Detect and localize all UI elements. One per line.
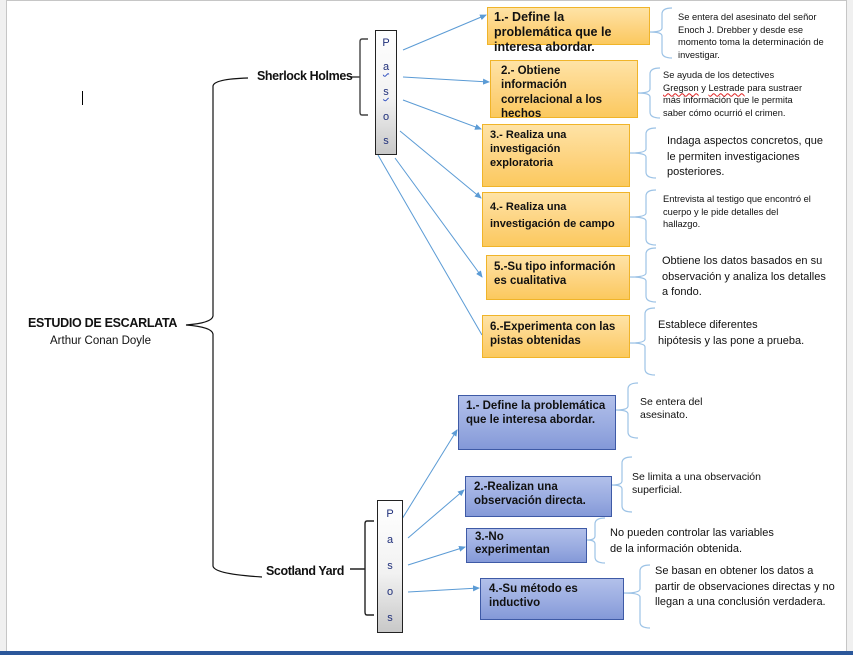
document-title: ESTUDIO DE ESCARLATA bbox=[28, 316, 178, 330]
scotland-step-3[interactable]: 3.-No experimentan bbox=[466, 528, 587, 563]
document-author: Arthur Conan Doyle bbox=[50, 335, 151, 347]
sherlock-step-4[interactable]: 4.- Realiza una investigación de campo bbox=[482, 192, 630, 247]
spellcheck-word[interactable]: Gregson bbox=[663, 82, 699, 93]
pasos-letter: P bbox=[386, 507, 394, 520]
pasos-letter: a bbox=[386, 533, 394, 546]
scotland-note-1: Se entera del asesinato. bbox=[640, 396, 703, 421]
pasos-letter: s bbox=[387, 559, 393, 572]
sherlock-note-2: Se ayuda de los detectives Gregson y Les… bbox=[663, 69, 802, 119]
note-text: y bbox=[698, 82, 709, 93]
sherlock-step-2[interactable]: 2.- Obtiene información correlacional a … bbox=[490, 60, 638, 120]
pasos-letter: P bbox=[382, 36, 390, 49]
note-text: para sustraer más información que le per… bbox=[663, 82, 803, 118]
pasos-box-sherlock: P a s o s bbox=[375, 30, 397, 155]
sherlock-note-3: Indaga aspectos concretos, que le permit… bbox=[667, 135, 823, 178]
note-text: Se ayuda de los detectives bbox=[663, 70, 775, 80]
pasos-letter: o bbox=[386, 586, 394, 599]
pasos-letter: s bbox=[383, 85, 389, 98]
pasos-letter: s bbox=[383, 135, 389, 148]
scotland-note-3: No pueden controlar las variables de la … bbox=[610, 527, 774, 555]
branch-scotland-yard: Scotland Yard bbox=[266, 564, 344, 578]
scotland-step-2[interactable]: 2.-Realizan una observación directa. bbox=[465, 476, 612, 517]
scotland-note-4: Se basan en obtener los datos a partir d… bbox=[655, 565, 835, 608]
branch-sherlock-holmes: Sherlock Holmes bbox=[257, 69, 353, 83]
scotland-step-1[interactable]: 1.- Define la problemática que le intere… bbox=[458, 395, 616, 450]
sherlock-note-1: Se entera del asesinato del señor Enoch … bbox=[678, 12, 824, 60]
status-bar bbox=[0, 651, 853, 655]
sherlock-step-1[interactable]: 1.- Define la problemática que le intere… bbox=[487, 7, 650, 54]
pasos-letter: s bbox=[387, 612, 393, 625]
pasos-letter: a bbox=[382, 61, 390, 74]
pasos-box-scotland: P a s o s bbox=[377, 500, 403, 633]
scotland-note-2: Se limita a una observación superficial. bbox=[632, 471, 761, 496]
scotland-step-4[interactable]: 4.-Su método es inductivo bbox=[480, 578, 624, 620]
pasos-letter: o bbox=[382, 110, 390, 123]
sherlock-note-5: Obtiene los datos basados en su observac… bbox=[662, 255, 826, 298]
sherlock-step-6[interactable]: 6.-Experimenta con las pistas obtenidas bbox=[482, 315, 630, 358]
sherlock-step-3[interactable]: 3.- Realiza una investigación explorator… bbox=[482, 124, 630, 187]
text-cursor bbox=[82, 91, 83, 105]
spellcheck-word[interactable]: Lestrade bbox=[708, 82, 745, 93]
sherlock-step-5[interactable]: 5.-Su tipo información es cualitativa bbox=[486, 255, 630, 300]
sherlock-note-6: Establece diferentes hipótesis y las pon… bbox=[658, 319, 805, 347]
sherlock-note-4: Entrevista al testigo que encontró el cu… bbox=[663, 194, 811, 230]
